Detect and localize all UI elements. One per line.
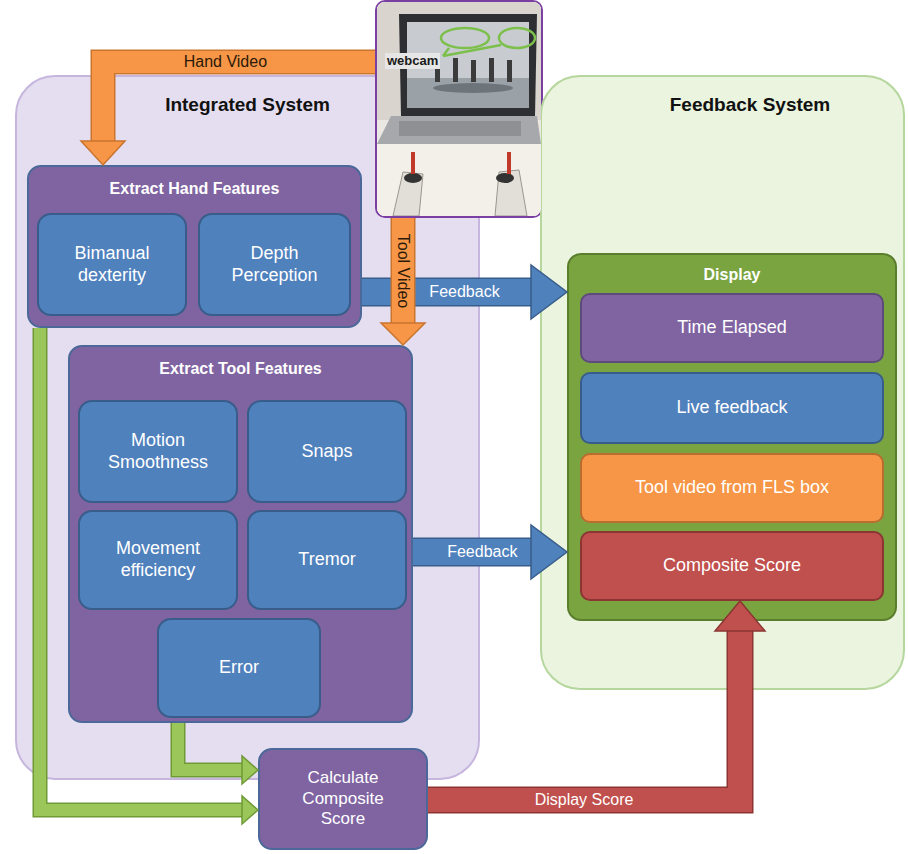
box-label: Bimanual dexterity bbox=[47, 243, 177, 286]
laptop-screen bbox=[407, 22, 529, 108]
laptop-illustration bbox=[377, 2, 541, 216]
instrument-tip bbox=[411, 152, 415, 174]
display-item: Live feedback bbox=[580, 372, 884, 444]
process-box: Calculate Composite Score bbox=[258, 748, 428, 850]
callout-label: webcam bbox=[385, 53, 440, 69]
peg bbox=[489, 58, 494, 82]
display-item: Time Elapsed bbox=[580, 293, 884, 363]
feature-box: Motion Smoothness bbox=[78, 400, 238, 503]
instrument-clamp bbox=[393, 172, 423, 216]
instrument-port bbox=[496, 173, 514, 183]
feature-box: Snaps bbox=[247, 400, 407, 503]
system-panel: Feedback SystemDisplayTime ElapsedLive f… bbox=[540, 75, 905, 690]
arrow-head bbox=[242, 756, 258, 784]
group-heading: Display bbox=[569, 265, 895, 284]
flow-arrow bbox=[178, 723, 258, 784]
arrow-label: Display Score bbox=[531, 790, 638, 810]
flow-arrow bbox=[413, 525, 567, 579]
box-label: Composite Score bbox=[590, 555, 874, 577]
arrow-outline bbox=[178, 723, 243, 770]
feature-box: Bimanual dexterity bbox=[37, 213, 187, 316]
feature-box: Depth Perception bbox=[198, 213, 351, 316]
training-board bbox=[377, 144, 541, 216]
box-label: Depth Perception bbox=[215, 243, 335, 286]
group-heading: Integrated System bbox=[17, 94, 478, 117]
display-panel: DisplayTime ElapsedLive feedbackTool vid… bbox=[567, 253, 897, 621]
flow-arrow bbox=[81, 62, 375, 165]
box-label: Tool video from FLS box bbox=[590, 477, 874, 499]
arrow-head bbox=[242, 796, 258, 824]
arrow-shaft bbox=[40, 328, 243, 810]
leader-line bbox=[443, 45, 501, 56]
arrow-label: Feedback bbox=[425, 282, 503, 302]
box-label: Live feedback bbox=[590, 397, 874, 419]
arrow-shaft bbox=[103, 62, 375, 142]
arrow-outline bbox=[391, 218, 416, 324]
arrow-outline bbox=[413, 538, 532, 567]
flow-arrow bbox=[381, 218, 425, 345]
arrow-outline bbox=[40, 328, 243, 810]
group-heading: Extract Hand Features bbox=[29, 179, 360, 198]
photo-ground bbox=[377, 2, 541, 216]
keyboard bbox=[399, 121, 521, 136]
peg bbox=[471, 60, 476, 82]
arrow-head bbox=[81, 141, 125, 165]
arrow-outline bbox=[428, 630, 740, 800]
peg bbox=[435, 60, 440, 82]
peg-base bbox=[433, 83, 513, 93]
arrow-head bbox=[531, 265, 567, 319]
arrow-shaft bbox=[428, 630, 740, 800]
peg bbox=[453, 58, 458, 82]
photo-content bbox=[377, 2, 541, 216]
feature-group: Extract Tool FeaturesMotion Smoothness Sn… bbox=[68, 345, 413, 723]
instrument-port bbox=[404, 173, 422, 183]
arrow-outline bbox=[103, 62, 375, 142]
laptop-bezel bbox=[399, 14, 537, 116]
peg bbox=[507, 60, 512, 82]
webcam-ring bbox=[499, 28, 535, 48]
arrow-label: Feedback bbox=[443, 542, 521, 562]
group-heading: Extract Tool Features bbox=[70, 359, 411, 378]
arrow-shaft bbox=[392, 218, 414, 324]
display-item: Composite Score bbox=[580, 531, 884, 601]
instrument-clamp bbox=[495, 170, 527, 216]
laptop-base bbox=[377, 116, 541, 144]
feature-group: Extract Hand FeaturesBimanual dexterity D… bbox=[27, 165, 362, 328]
arrow-head bbox=[531, 525, 567, 579]
arrow-head bbox=[381, 323, 425, 345]
feature-box: Tremor bbox=[247, 510, 407, 610]
box-label: Motion Smoothness bbox=[88, 430, 228, 473]
group-heading: Feedback System bbox=[597, 94, 903, 117]
box-label: Calculate Composite Score bbox=[288, 768, 398, 829]
display-item: Tool video from FLS box bbox=[580, 453, 884, 523]
arrow-outline bbox=[362, 278, 532, 307]
box-label: Snaps bbox=[257, 441, 397, 463]
wall bbox=[377, 2, 541, 120]
arrow-shaft bbox=[178, 723, 243, 770]
flow-arrow bbox=[40, 328, 258, 824]
arrow-label: Hand Video bbox=[180, 52, 271, 72]
box-label: Error bbox=[167, 657, 311, 679]
flow-arrow bbox=[428, 601, 765, 800]
box-label: Movement efficiency bbox=[88, 538, 228, 581]
feature-box: Error bbox=[157, 618, 321, 718]
feature-box: Movement efficiency bbox=[78, 510, 238, 610]
box-label: Time Elapsed bbox=[590, 317, 874, 339]
screen-floor bbox=[407, 78, 529, 108]
arrow-head bbox=[715, 601, 765, 631]
instrument-tip bbox=[507, 152, 511, 174]
arrow-shaft bbox=[413, 539, 532, 565]
box-label: Tremor bbox=[257, 549, 397, 571]
arrow-shaft bbox=[362, 279, 532, 305]
arrow-label: Tool Video bbox=[393, 230, 413, 312]
webcam-ring bbox=[441, 28, 489, 48]
